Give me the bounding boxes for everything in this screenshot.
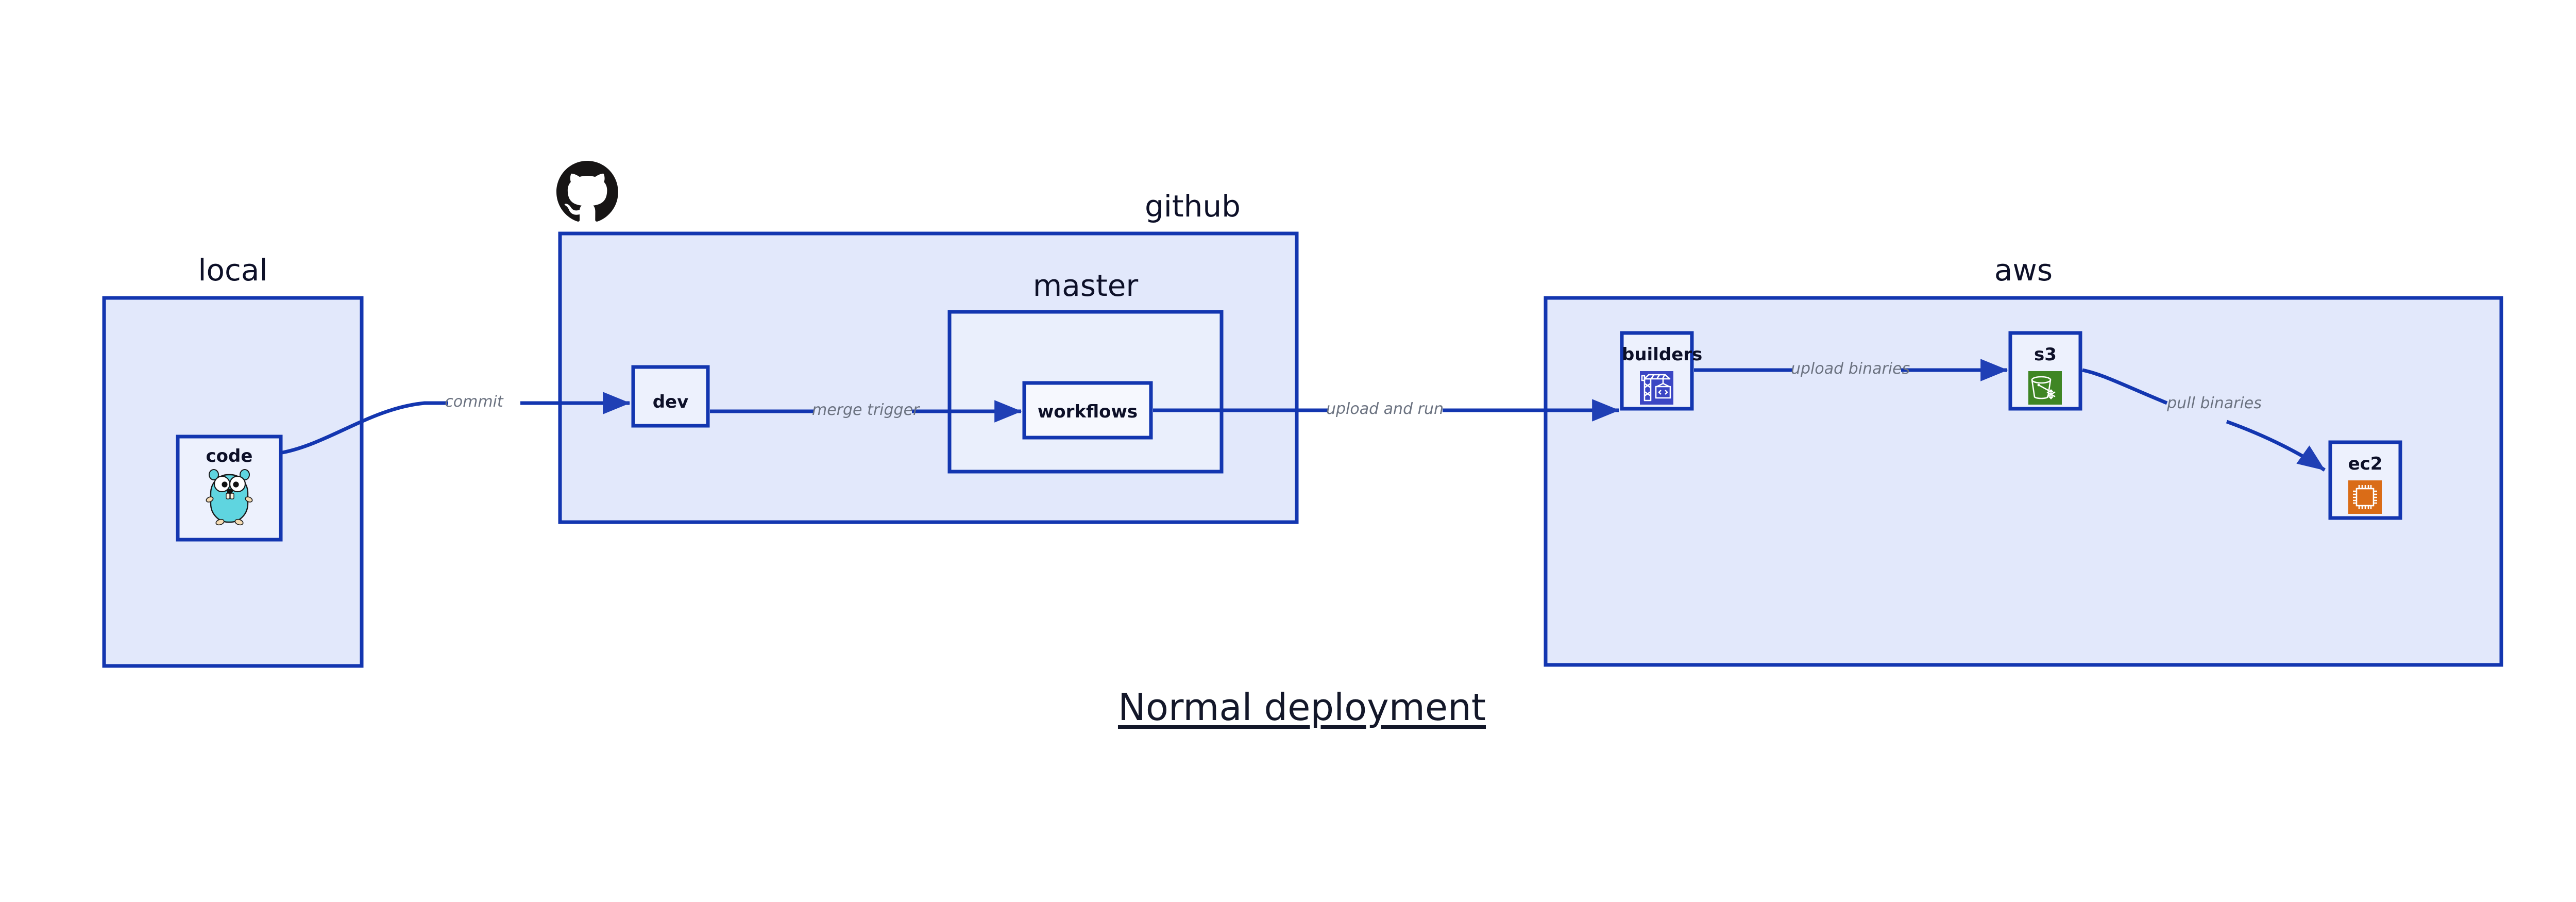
s3-bucket-icon — [2028, 371, 2062, 405]
node-label-dev: dev — [652, 392, 689, 412]
node-label-s3: s3 — [2034, 344, 2057, 365]
node-label-code: code — [206, 446, 253, 466]
group-label-aws: aws — [1994, 253, 2053, 288]
edge-commit-line — [282, 401, 448, 455]
node-label-ec2: ec2 — [2348, 454, 2383, 474]
edge-pull-binaries-line-2 — [2226, 420, 2326, 472]
edge-label-commit: commit — [445, 393, 503, 411]
edge-label-pull-binaries: pull binaries — [2167, 394, 2262, 412]
cpu-chip-icon — [2348, 480, 2382, 514]
group-label-master: master — [1032, 268, 1139, 303]
node-box-workflows[interactable] — [1022, 381, 1153, 440]
node-label-workflows: workflows — [1037, 402, 1138, 422]
github-octocat-icon — [556, 161, 618, 222]
diagram-title: Normal deployment — [1117, 686, 1486, 729]
crane-code-icon — [1640, 371, 1673, 405]
group-label-github: github — [1144, 189, 1241, 224]
edge-label-upload-binaries: upload binaries — [1791, 360, 1910, 378]
node-box-dev[interactable] — [631, 365, 710, 428]
node-label-builders: builders — [1622, 344, 1703, 365]
edge-pull-binaries-line — [2082, 368, 2168, 405]
go-gopher-icon — [206, 469, 253, 526]
group-label-local: local — [198, 253, 268, 288]
edge-label-merge-trigger: merge trigger — [812, 401, 920, 419]
edge-label-upload-and-run: upload and run — [1326, 400, 1444, 418]
